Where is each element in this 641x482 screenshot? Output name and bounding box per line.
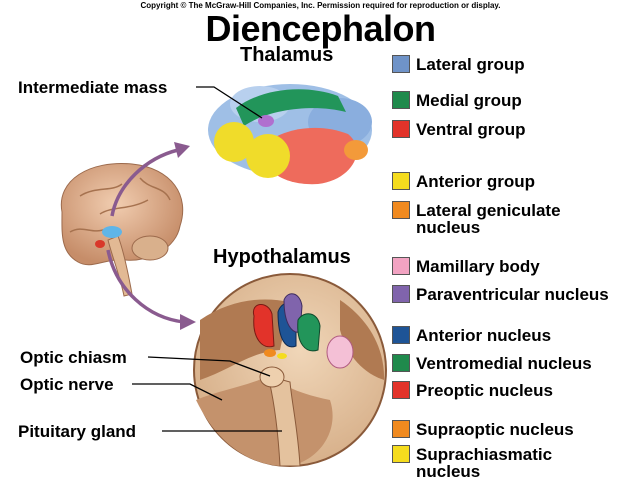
legend-swatch [392, 201, 410, 219]
legend-label: Suprachiasmatic [416, 445, 553, 464]
legend-label: Ventromedial nucleus [416, 354, 592, 373]
legend-swatch [392, 420, 410, 438]
brain-hypothalamus-highlight [95, 240, 105, 248]
label-optic-nerve: Optic nerve [20, 375, 114, 394]
legend-swatch [392, 445, 410, 463]
page-title: Diencephalon [205, 8, 436, 49]
legend-label-continued: nucleus [416, 462, 481, 481]
hypo-preoptic-nucleus [252, 304, 275, 348]
legend-label: Anterior group [416, 172, 535, 191]
hypo-ventromedial-nucleus [297, 313, 321, 352]
arrowhead-hypothalamus [180, 314, 196, 330]
hypo-mamillary-body [326, 335, 354, 369]
legend-label: Mamillary body [416, 257, 540, 276]
legend-label: Paraventricular nucleus [416, 285, 609, 304]
legend-label: Lateral group [416, 55, 525, 74]
thalamus-anterior-group-left [214, 122, 254, 162]
hypo-supraoptic-nucleus [264, 349, 276, 357]
hypo-suprachiasmatic-nucleus [277, 353, 287, 359]
label-optic-chiasm: Optic chiasm [20, 348, 127, 367]
sagittal-brain [60, 162, 184, 297]
legend-swatch [392, 326, 410, 344]
thalamus-lateral-geniculate [344, 140, 368, 160]
legend-swatch [392, 285, 410, 303]
thalamus-heading: Thalamus [240, 44, 334, 66]
arrowhead-thalamus [174, 142, 190, 158]
arrow-to-hypothalamus [106, 249, 185, 324]
legend-label: Anterior nucleus [416, 326, 552, 345]
hypothalamus-heading: Hypothalamus [213, 246, 351, 268]
hypothalamus-section [193, 273, 387, 467]
legend-swatch [392, 120, 410, 138]
brain-thalamus-highlight [102, 226, 122, 238]
copyright-notice: Copyright © The McGraw-Hill Companies, I… [140, 1, 501, 10]
leader-lines [132, 86, 282, 432]
thalamus-anterior-group-right [246, 134, 290, 178]
legend-swatch [392, 257, 410, 275]
label-pituitary-gland: Pituitary gland [18, 422, 137, 441]
legend-label: Ventral group [416, 120, 526, 139]
legend-label: Lateral geniculate [416, 201, 561, 220]
label-intermediate-mass: Intermediate mass [18, 78, 168, 97]
arrow-to-thalamus [110, 148, 179, 217]
legend-label: Medial group [416, 91, 522, 110]
legend-swatch [392, 55, 410, 73]
legend-label: Preoptic nucleus [416, 381, 553, 400]
thalamus-medial-group [236, 89, 346, 126]
legend-swatch [392, 172, 410, 190]
legend-label: Supraoptic nucleus [416, 420, 574, 439]
legend-swatch [392, 91, 410, 109]
legend-swatch [392, 354, 410, 372]
legend-swatch [392, 381, 410, 399]
thalamus-model [208, 84, 372, 185]
legend-label-continued: nucleus [416, 218, 481, 237]
